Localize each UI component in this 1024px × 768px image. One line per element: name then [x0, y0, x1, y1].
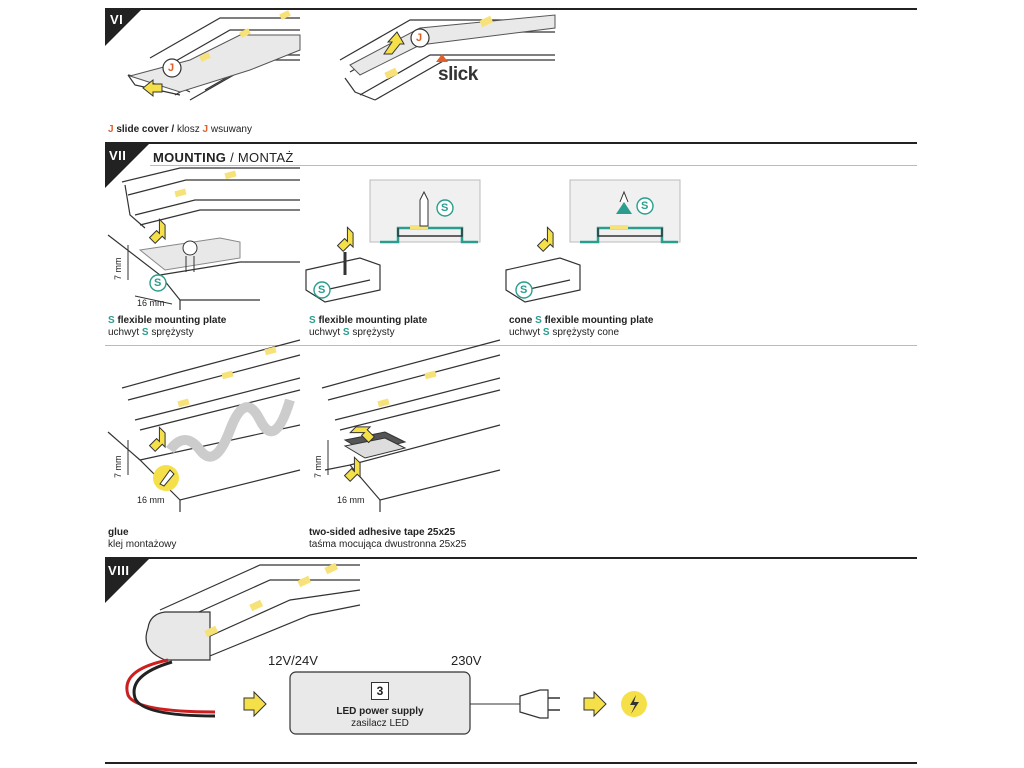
section-viii-top-rule — [105, 557, 917, 559]
slick-logo: slick — [438, 64, 478, 85]
width-dim-a: 16 mm — [137, 298, 165, 308]
s-marker-b1: S — [441, 202, 449, 214]
section-vii-badge: VII — [109, 148, 127, 163]
s-marker-a: S — [154, 277, 162, 289]
voltage-low: 12V/24V — [268, 653, 318, 668]
section-vi-badge: VI — [110, 12, 124, 27]
caption-s-plate-2: S flexible mounting plate uchwyt S spręż… — [309, 315, 428, 338]
psu-label-pl: zasilacz LED — [351, 718, 409, 729]
section-viii-badge-bg — [105, 557, 151, 603]
height-dim-glue: 7 mm — [113, 455, 123, 479]
s-marker-c1: S — [641, 200, 649, 212]
bottom-rule — [105, 762, 917, 764]
width-dim-glue: 16 mm — [137, 495, 165, 505]
section-vii-divider — [105, 345, 917, 346]
section-viii-badge: VIII — [108, 563, 130, 578]
voltage-high: 230V — [451, 653, 482, 668]
height-dim-tape: 7 mm — [313, 455, 323, 479]
j-marker-1: J — [168, 62, 175, 74]
psu-label-en: LED power supply — [336, 706, 424, 717]
caption-cone-plate: cone S flexible mounting plate uchwyt S … — [509, 315, 654, 338]
slide-cover-caption: J slide cover / klosz J wsuwany — [108, 124, 252, 135]
section-vii-top-rule — [105, 142, 917, 144]
section-vi-top-rule — [105, 8, 917, 10]
section-vii-title-rule — [150, 165, 917, 166]
width-dim-tape: 16 mm — [337, 495, 365, 505]
caption-s-plate-1: S flexible mounting plate uchwyt S spręż… — [108, 315, 227, 338]
s-marker-b2: S — [318, 284, 326, 296]
height-dim-a: 7 mm — [113, 257, 123, 281]
mounting-heading: MOUNTING / MONTAŻ — [153, 150, 294, 165]
j-marker-2: J — [416, 32, 423, 44]
psu-number: 3 — [371, 682, 389, 700]
s-marker-c2: S — [520, 284, 528, 296]
